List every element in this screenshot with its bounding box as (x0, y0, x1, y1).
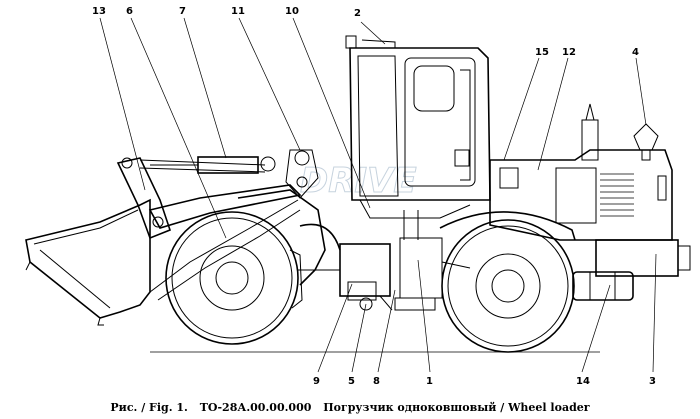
watermark-text: DRIVE (300, 161, 417, 201)
rear-wheel (441, 219, 575, 353)
front-frame (237, 149, 326, 286)
tilt-cylinder (150, 156, 276, 174)
callout-14: 14 (576, 376, 590, 387)
callout-6: 6 (126, 6, 133, 17)
battery-box (572, 271, 634, 301)
figure-caption: Рис. / Fig. 1. ТО-28А.00.00.000 Погрузчи… (0, 401, 700, 414)
cab (345, 35, 491, 240)
drivelines (298, 261, 471, 271)
callout-12: 12 (562, 47, 576, 58)
callout-15: 15 (535, 47, 549, 58)
bell-crank (116, 157, 266, 240)
front-wheel (165, 211, 303, 345)
lift-arm (148, 184, 302, 301)
caption-title: Погрузчик одноковшовый / Wheel loader (323, 401, 590, 414)
callout-13: 13 (92, 6, 106, 17)
transmission (339, 237, 443, 311)
callout-8: 8 (373, 376, 380, 387)
callout-9: 9 (313, 376, 320, 387)
caption-code: ТО-28А.00.00.000 (199, 401, 312, 414)
caption-prefix: Рис. / Fig. 1. (110, 401, 188, 414)
callout-4: 4 (632, 47, 639, 58)
wheel-loader-drawing: DRIVE (25, 6, 691, 387)
engine-grille (600, 173, 634, 217)
counterweight (595, 239, 691, 277)
callout-2: 2 (354, 8, 361, 19)
callout-11: 11 (231, 6, 245, 17)
callout-1: 1 (426, 376, 433, 387)
callout-10: 10 (285, 6, 299, 17)
fenders (299, 211, 576, 251)
engine-hood (489, 103, 673, 241)
leader-lines (99, 17, 657, 373)
callout-7: 7 (179, 6, 186, 17)
bucket (25, 198, 151, 326)
callout-3: 3 (649, 376, 656, 387)
callout-labels: 13 6 7 11 10 2 15 12 4 9 5 8 1 14 3 (92, 6, 656, 387)
callout-5: 5 (348, 376, 355, 387)
watermark: DRIVE (300, 161, 418, 202)
